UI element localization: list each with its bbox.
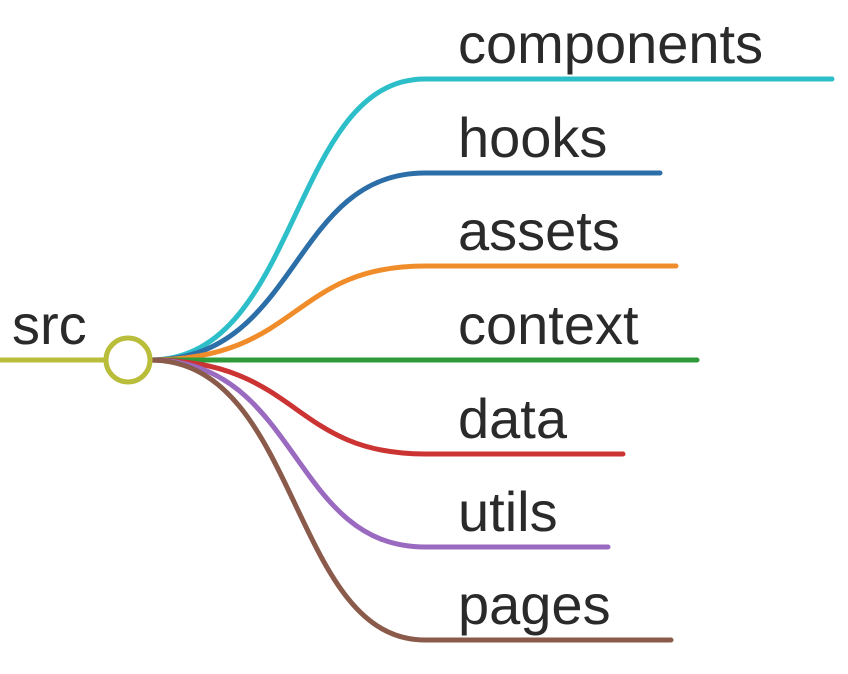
branch-edge-components (147, 76, 835, 363)
branch-edge-hooks (147, 170, 663, 363)
branch-edge-utils (147, 357, 611, 550)
branch-label-assets[interactable]: assets (458, 199, 620, 262)
branch-edge-pages (147, 357, 674, 643)
branch-edge-assets (147, 263, 679, 363)
branch-labels: components hooks assets context data utils pag… (458, 12, 763, 636)
branch-label-data[interactable]: data (458, 387, 568, 450)
branch-label-hooks[interactable]: hooks (458, 106, 607, 169)
root-node-label: src (12, 293, 87, 356)
branch-label-components[interactable]: components (458, 12, 763, 75)
branch-label-utils[interactable]: utils (458, 480, 558, 543)
branch-edge-data (147, 357, 626, 457)
branch-label-context[interactable]: context (458, 293, 639, 356)
branch-label-pages[interactable]: pages (458, 573, 611, 636)
branch-edges (147, 76, 835, 643)
root-node-circle[interactable] (103, 335, 153, 385)
